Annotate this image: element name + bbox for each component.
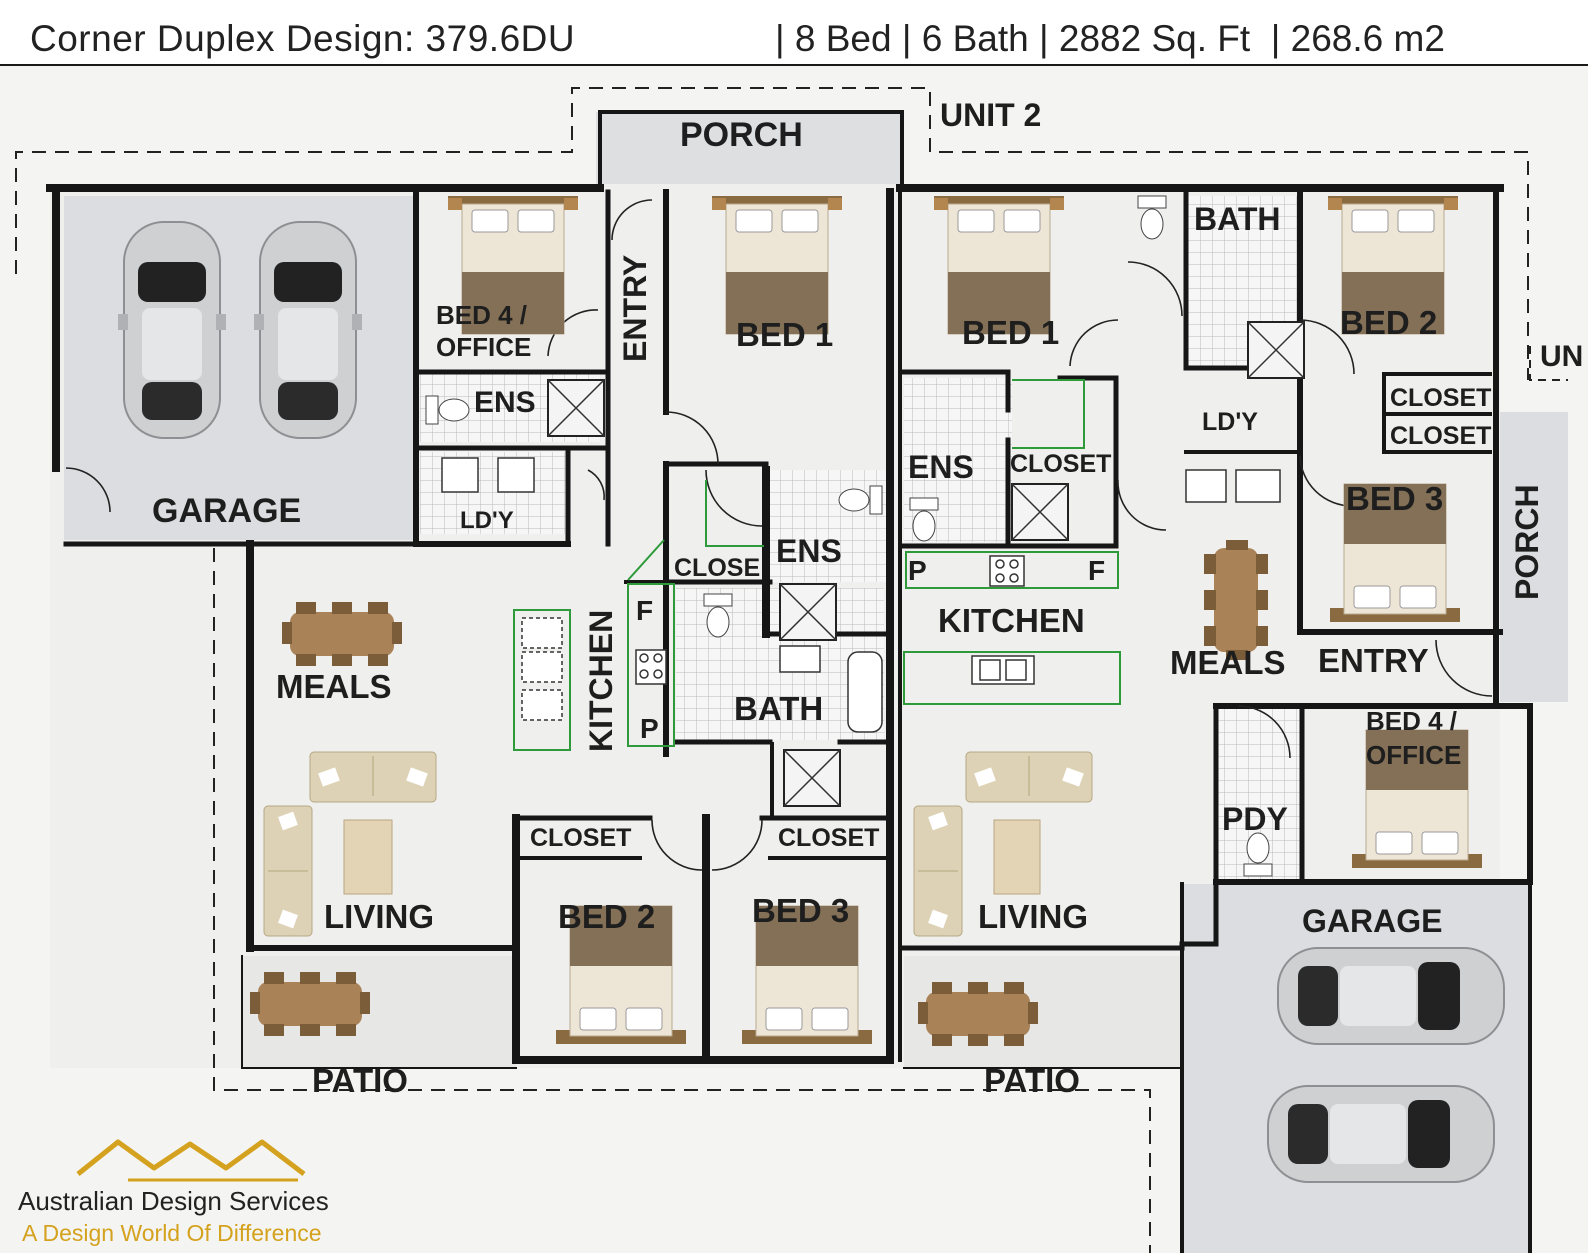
label-unit2-bed2: BED 2 — [1340, 304, 1437, 341]
label-unit1-office: OFFICE — [436, 332, 531, 362]
porch-side-floor — [1500, 412, 1568, 702]
label-unit1-kitchen: KITCHEN — [583, 610, 619, 752]
company-name: Australian Design Services — [18, 1186, 329, 1216]
label-unit1-closet-left: CLOSET — [530, 824, 631, 852]
label-unit1-bed3: BED 3 — [752, 892, 849, 929]
label-unit2-closet-b: CLOSET — [1390, 422, 1491, 450]
label-unit1-bed1: BED 1 — [736, 316, 833, 353]
company-logo: Australian Design Services A Design Worl… — [18, 1130, 388, 1253]
unit2-garage-floor — [1182, 884, 1532, 1253]
label-unit2-bed3: BED 3 — [1346, 480, 1443, 517]
walls — [46, 110, 1533, 1253]
label-unit2-ens: ENS — [908, 449, 974, 485]
company-tagline: A Design World Of Difference — [22, 1220, 322, 1246]
label-unit2-bath: BATH — [1194, 201, 1281, 237]
label-unit1-closet-right: CLOSET — [778, 824, 879, 852]
label-unit2-office: OFFICE — [1366, 740, 1461, 770]
floor-plan: GARAGE BED 4 / OFFICE ENS LD'Y ENTRY BED… — [0, 66, 1588, 1253]
label-unit1-laundry: LD'Y — [460, 507, 514, 534]
label-unit1-close: CLOSE — [674, 554, 760, 582]
porch-top-floor — [596, 112, 902, 184]
unit1-garage-floor — [64, 196, 416, 540]
label-unit1-fridge: F — [636, 595, 653, 626]
design-specs: | 8 Bed | 6 Bath | 2882 Sq. Ft | 268.6 m… — [775, 18, 1445, 59]
title-bar: Corner Duplex Design: 379.6DU | 8 Bed | … — [0, 0, 1588, 67]
label-unit2-kitchen: KITCHEN — [938, 602, 1085, 639]
label-unit2-pantry: P — [908, 555, 927, 586]
label-unit2-closet-a: CLOSET — [1390, 384, 1491, 412]
label-unit1-ens-top: ENS — [474, 386, 536, 419]
door-swings — [65, 199, 1493, 871]
label-unit2-garage: GARAGE — [1302, 903, 1442, 939]
label-unit1-bath: BATH — [734, 690, 823, 727]
label-unit1-bed2: BED 2 — [558, 898, 655, 935]
label-unit2-laundry: LD'Y — [1202, 408, 1258, 436]
label-unit2-entry: ENTRY — [1318, 642, 1429, 679]
label-unit1-entry: ENTRY — [617, 255, 653, 362]
label-unit2-bed4: BED 4 / — [1366, 706, 1457, 736]
label-unit2: UNIT 2 — [940, 97, 1041, 133]
label-unit-cut: UN — [1540, 340, 1583, 373]
appliances — [441, 457, 1281, 733]
label-unit1-garage: GARAGE — [152, 492, 301, 530]
label-porch-side: PORCH — [1509, 484, 1545, 600]
label-unit2-powder: PDY — [1222, 801, 1288, 837]
label-porch-top: PORCH — [680, 116, 803, 154]
label-unit1-living: LIVING — [324, 898, 434, 935]
label-unit2-patio: PATIO — [984, 1062, 1080, 1099]
label-unit2-living: LIVING — [978, 898, 1088, 935]
roof-logo-icon — [76, 1139, 306, 1182]
label-unit2-fridge: F — [1088, 555, 1105, 586]
label-unit1-patio: PATIO — [312, 1062, 408, 1099]
site-boundary — [15, 87, 1529, 1253]
design-title: Corner Duplex Design: 379.6DU — [30, 18, 576, 59]
kitchen-fixtures — [513, 379, 1121, 751]
label-unit2-bed1: BED 1 — [962, 314, 1059, 351]
label-unit1-ens: ENS — [776, 533, 842, 569]
label-unit1-meals: MEALS — [276, 668, 392, 705]
label-unit1-bed4: BED 4 / — [436, 300, 527, 330]
label-unit2-meals: MEALS — [1170, 644, 1286, 681]
label-unit2-closet: CLOSET — [1010, 450, 1111, 478]
label-unit1-pantry: P — [640, 713, 659, 744]
